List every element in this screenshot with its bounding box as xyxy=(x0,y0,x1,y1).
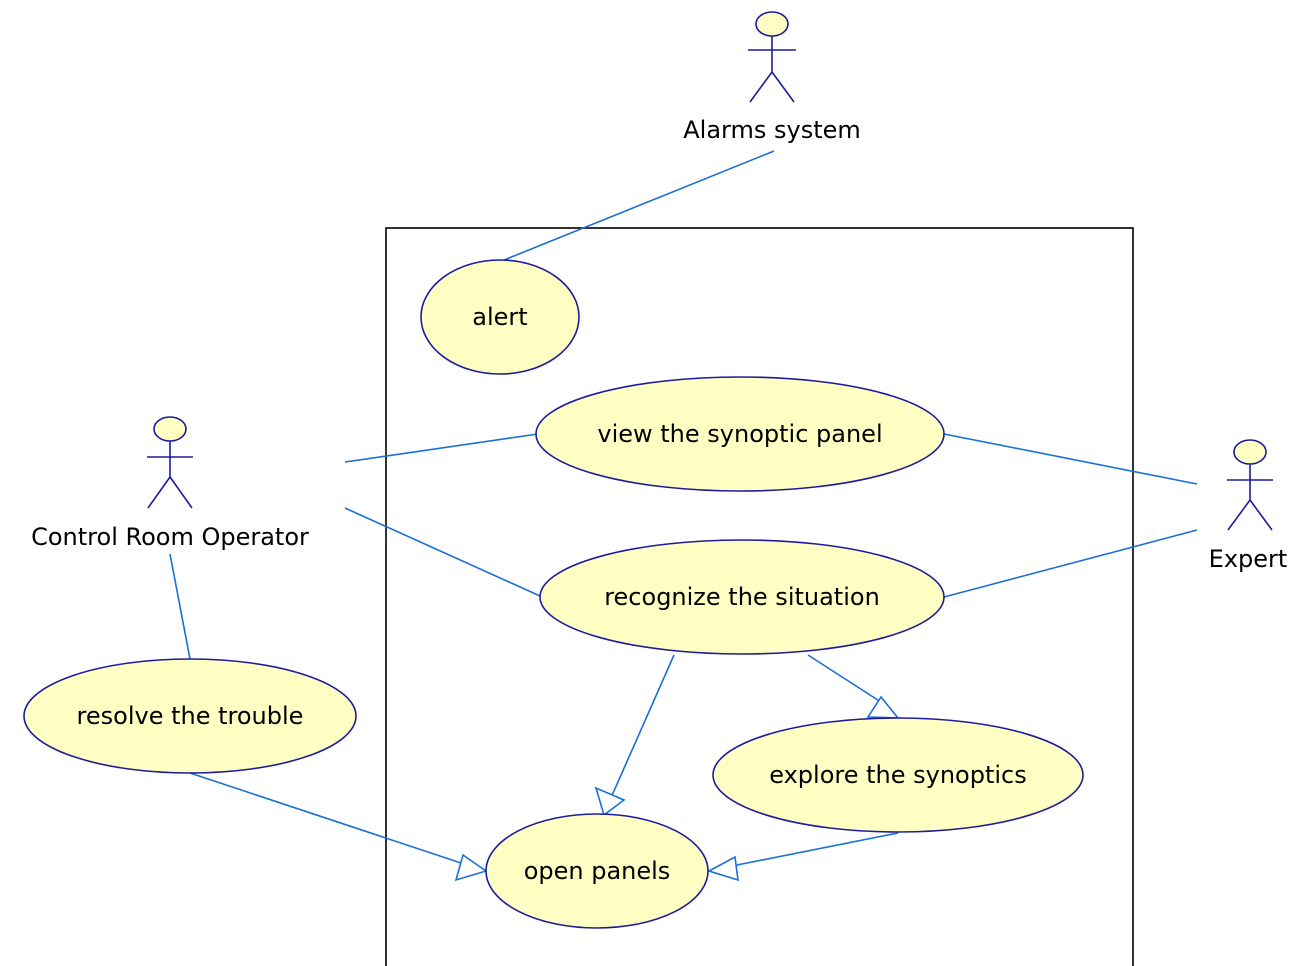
usecase-label: recognize the situation xyxy=(604,583,880,611)
association-expert-view xyxy=(943,433,1198,485)
usecase-ellipse xyxy=(23,658,357,774)
generalization-lines xyxy=(189,654,900,882)
usecase-label: view the synoptic panel xyxy=(597,420,882,448)
usecase-label: open panels xyxy=(524,857,671,885)
system-boundary xyxy=(385,227,1134,966)
actor-label: Control Room Operator xyxy=(31,523,309,551)
stick-figure-icon xyxy=(1227,439,1273,531)
generalization-arrowhead xyxy=(454,853,488,882)
generalization-recognize-open xyxy=(609,654,675,801)
actor-expert[interactable]: Expert xyxy=(1209,439,1288,573)
usecase-label: alert xyxy=(472,303,527,331)
association-operator-view xyxy=(344,433,539,463)
usecase-ellipse xyxy=(539,539,945,655)
usecase-resolve-trouble[interactable]: resolve the trouble xyxy=(23,658,357,774)
actor-label: Alarms system xyxy=(683,116,861,144)
association-alarms-alert xyxy=(503,150,775,261)
actor-alarms-system[interactable]: Alarms system xyxy=(683,11,861,144)
usecase-recognize-situation[interactable]: recognize the situation xyxy=(539,539,945,655)
usecase-ellipse xyxy=(485,813,709,929)
usecase-view-synoptic-panel[interactable]: view the synoptic panel xyxy=(535,376,945,492)
generalization-arrowhead xyxy=(594,786,626,817)
usecase-label: resolve the trouble xyxy=(77,702,304,730)
usecase-alert[interactable]: alert xyxy=(420,259,580,375)
usecase-open-panels[interactable]: open panels xyxy=(485,813,709,929)
usecase-ellipse xyxy=(712,717,1084,833)
usecase-ellipse xyxy=(420,259,580,375)
generalization-arrowhead xyxy=(706,855,739,882)
actor-label: Expert xyxy=(1209,545,1288,573)
usecase-ellipse xyxy=(535,376,945,492)
generalization-explore-open xyxy=(721,832,899,869)
association-operator-resolve xyxy=(169,553,191,660)
generalization-recognize-explore xyxy=(807,654,885,705)
association-lines xyxy=(169,150,1198,660)
association-operator-recognize xyxy=(344,507,541,597)
stick-figure-icon xyxy=(147,416,193,509)
generalization-arrowhead xyxy=(866,695,900,719)
actor-control-room-operator[interactable]: Control Room Operator xyxy=(31,416,309,551)
generalization-resolve-open xyxy=(189,772,471,867)
usecase-explore-synoptics[interactable]: explore the synoptics xyxy=(712,717,1084,833)
association-expert-recognize xyxy=(943,529,1198,598)
usecase-label: explore the synoptics xyxy=(769,761,1027,789)
stick-figure-icon xyxy=(748,11,796,103)
